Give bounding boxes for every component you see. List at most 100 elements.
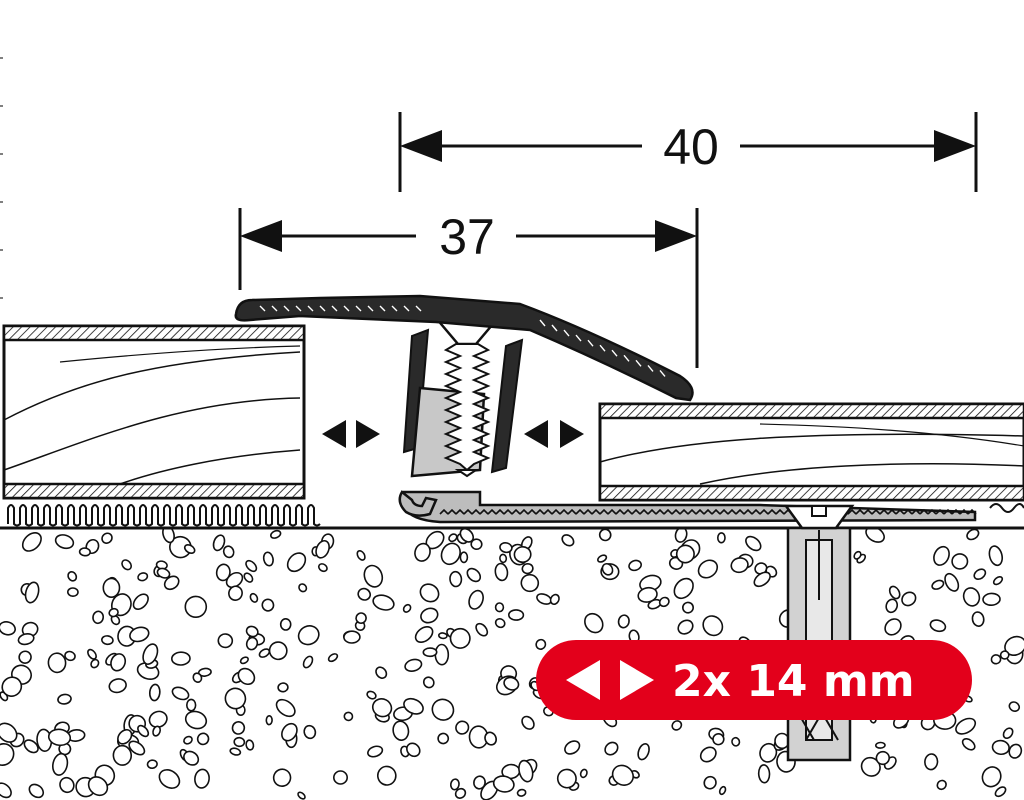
- aggregate-stone: [286, 552, 307, 573]
- aggregate-stone: [47, 728, 72, 747]
- aggregate-stone: [584, 612, 604, 634]
- aggregate-stone: [156, 567, 171, 579]
- aggregate-stone: [222, 545, 235, 559]
- aggregate-stone: [212, 534, 226, 552]
- aggregate-stone: [158, 769, 181, 789]
- aggregate-stone: [327, 653, 339, 663]
- aggregate-stone: [422, 647, 438, 658]
- aggregate-stone: [459, 528, 475, 543]
- aggregate-stone: [110, 653, 127, 672]
- aggregate-stone: [0, 782, 12, 799]
- aggregate-stone: [303, 724, 317, 740]
- aggregate-stone: [449, 627, 471, 649]
- aggregate-stone: [933, 545, 950, 566]
- aggregate-stone: [298, 583, 308, 593]
- aggregate-stone: [971, 611, 985, 627]
- aggregate-stone: [183, 735, 193, 745]
- aggregate-stone: [671, 720, 683, 731]
- aggregate-stone: [281, 722, 298, 742]
- aggregate-stone: [146, 759, 158, 770]
- aggregate-stone: [245, 559, 258, 573]
- aggregate-stone: [302, 655, 314, 669]
- aggregate-stone: [712, 733, 725, 746]
- aggregate-stone: [229, 747, 242, 756]
- aggregate-stone: [67, 570, 78, 582]
- aggregate-stone: [343, 711, 354, 722]
- aggregate-stone: [87, 648, 97, 660]
- aggregate-stone: [270, 529, 282, 539]
- aggregate-stone: [468, 589, 484, 610]
- aggregate-stone: [196, 732, 210, 746]
- aggregate-stone: [404, 658, 423, 672]
- aggregate-stone: [1, 676, 23, 697]
- aggregate-stone: [981, 766, 1002, 788]
- aggregate-stone: [516, 788, 527, 797]
- aggregate-stone: [598, 528, 612, 542]
- aggregate-stone: [611, 764, 634, 786]
- aggregate-stone: [459, 551, 469, 564]
- aggregate-stone: [239, 656, 249, 665]
- aggregate-stone: [249, 592, 259, 603]
- aggregate-stone: [355, 612, 367, 624]
- aggregate-stone: [675, 544, 695, 564]
- aggregate-stone: [78, 547, 91, 557]
- aggregate-stone: [108, 607, 119, 618]
- aggregate-stone: [470, 538, 483, 551]
- aggregate-stone: [194, 768, 210, 789]
- aggregate-stone: [674, 528, 688, 543]
- aggregate-stone: [931, 579, 945, 590]
- aggregate-stone: [601, 562, 614, 576]
- aggregate-stone: [67, 587, 79, 598]
- dimension-37: 37: [238, 208, 699, 368]
- aggregate-stone: [297, 625, 320, 646]
- badge-label: 2x 14 mm: [672, 656, 915, 707]
- aggregate-stone: [699, 746, 717, 763]
- aggregate-stone: [245, 739, 255, 751]
- aggregate-stone: [101, 532, 113, 544]
- aggregate-stone: [376, 765, 397, 786]
- aggregate-stone: [1002, 727, 1014, 740]
- double-arrow-icon: [566, 660, 654, 700]
- aggregate-stone: [966, 528, 980, 541]
- aggregate-stone: [884, 618, 902, 636]
- aggregate-stone: [454, 787, 467, 799]
- countersunk-screw-head: [783, 504, 855, 530]
- left-floor-board: [2, 324, 306, 500]
- aggregate-stone: [757, 764, 771, 784]
- aggregate-stone: [162, 528, 175, 544]
- aggregate-stone: [520, 573, 540, 593]
- aggregate-stone: [128, 740, 146, 756]
- aggregate-stone: [315, 539, 330, 559]
- aggregate-stone: [718, 785, 727, 796]
- aggregate-stone: [402, 603, 412, 613]
- aggregate-stone: [366, 690, 377, 700]
- aggregate-stone: [21, 532, 42, 552]
- aggregate-stone: [419, 583, 440, 603]
- aggregate-stone: [499, 542, 513, 554]
- aggregate-stone: [371, 698, 393, 718]
- aggregate-stone: [57, 693, 72, 705]
- aggregate-stone: [148, 710, 168, 728]
- aggregate-stone: [961, 738, 976, 751]
- aggregate-stone: [875, 741, 886, 749]
- aggregate-stone: [18, 650, 32, 664]
- aggregate-stone: [108, 678, 127, 694]
- aggregate-stone: [973, 568, 987, 581]
- aggregate-stone: [186, 698, 197, 712]
- aggregate-stone: [112, 744, 133, 766]
- aggregate-stone: [217, 633, 234, 649]
- aggregate-stone: [245, 625, 259, 638]
- aggregate-stone: [513, 545, 532, 564]
- aggregate-stone: [129, 626, 150, 643]
- dimension-37-label: 37: [439, 209, 495, 265]
- aggregate-stone: [697, 559, 719, 579]
- aggregate-stone: [564, 740, 581, 755]
- aggregate-stone: [492, 775, 515, 793]
- aggregate-stone: [52, 752, 69, 776]
- aggregate-stone: [682, 601, 695, 614]
- aggregate-stone: [59, 776, 75, 794]
- aggregate-stone: [561, 534, 575, 547]
- aggregate-stone: [703, 775, 717, 790]
- aggregate-stone: [924, 753, 939, 771]
